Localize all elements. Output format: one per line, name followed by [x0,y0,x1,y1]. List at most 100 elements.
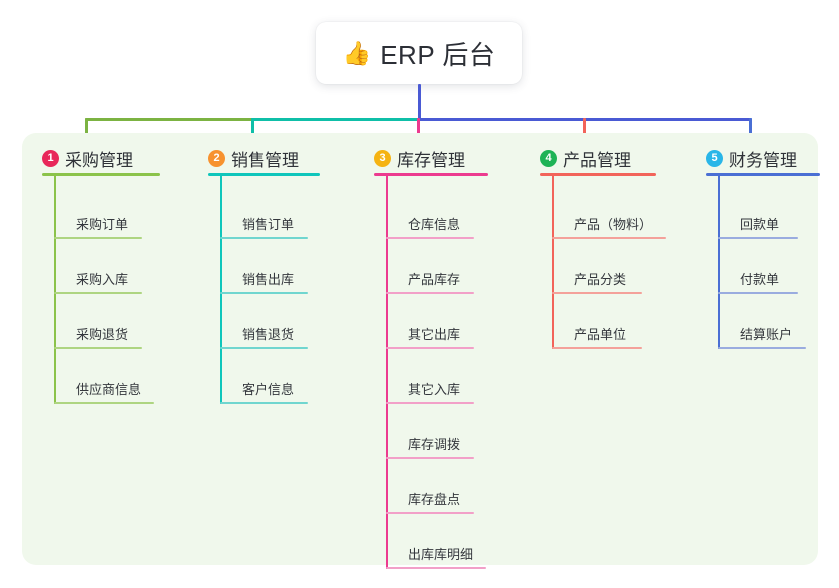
branch-item-label: 其它出库 [408,327,461,342]
branch-item-rule [220,402,308,404]
branch-item-rule [552,237,666,239]
branch-item[interactable]: 其它出库 [386,311,484,349]
branch-title: 库存管理 [397,151,465,170]
branch-item[interactable]: 结算账户 [718,311,816,349]
branch-item-label: 采购入库 [76,272,129,287]
branch-item-label: 回款单 [740,217,780,232]
branch-spine [220,174,222,404]
branch-item-rule [220,237,308,239]
branch-item-label: 客户信息 [242,382,295,397]
drop-line-1 [85,118,88,145]
branch-spine [718,174,720,349]
branch-item-rule [718,292,798,294]
branch-title: 采购管理 [65,151,133,170]
branch-item-label: 库存调拨 [408,437,461,452]
branch-item[interactable]: 产品库存 [386,256,484,294]
branch-item-rule [54,237,142,239]
branch-number-badge: 5 [706,150,723,167]
branch-item-label: 销售出库 [242,272,295,287]
branch-header-rule [208,173,320,176]
branch-item-label: 产品（物料） [574,217,653,232]
branch-item-label: 产品分类 [574,272,627,287]
branch-item-label: 付款单 [740,272,780,287]
branch-item-rule [54,402,154,404]
root-title: ERP 后台 [380,39,496,70]
branch-header-rule [540,173,656,176]
branch-item[interactable]: 回款单 [718,201,808,239]
branch-header-4[interactable]: 4 产品管理 [540,146,631,171]
branch-item[interactable]: 库存盘点 [386,476,484,514]
branch-title: 产品管理 [563,151,631,170]
branch-item-label: 销售订单 [242,217,295,232]
branch-item-label: 结算账户 [740,327,793,342]
branch-number-badge: 1 [42,150,59,167]
branch-item-rule [386,347,474,349]
branch-item-label: 仓库信息 [408,217,461,232]
branch-item-rule [386,292,474,294]
branch-spine [54,174,56,404]
branch-item[interactable]: 销售退货 [220,311,318,349]
branch-item-rule [54,347,142,349]
branch-item-label: 供应商信息 [76,382,142,397]
branch-item[interactable]: 其它入库 [386,366,484,404]
branch-item[interactable]: 客户信息 [220,366,318,404]
branch-item-rule [386,402,474,404]
branch-item[interactable]: 销售订单 [220,201,318,239]
branch-item-label: 产品库存 [408,272,461,287]
branch-item-rule [552,292,642,294]
branch-item[interactable]: 库存调拨 [386,421,484,459]
branch-item-rule [220,292,308,294]
branch-item-label: 销售退货 [242,327,295,342]
branch-item[interactable]: 销售出库 [220,256,318,294]
branch-item[interactable]: 仓库信息 [386,201,484,239]
branch-item[interactable]: 产品单位 [552,311,652,349]
branch-item[interactable]: 采购订单 [54,201,152,239]
branch-item[interactable]: 产品（物料） [552,201,676,239]
branches-panel: 1 采购管理采购订单采购入库采购退货供应商信息 2 销售管理销售订单销售出库销售退货客… [22,133,820,569]
root-node[interactable]: 👍 ERP 后台 [316,22,522,84]
branch-header-5[interactable]: 5 财务管理 [706,146,797,171]
branch-spine [552,174,554,349]
branch-item-rule [386,512,474,514]
thumbs-up-icon: 👍 [342,39,372,66]
drop-line-5 [749,118,752,145]
branch-item-rule [386,567,486,569]
branch-item-rule [386,457,474,459]
branch-item-label: 采购订单 [76,217,129,232]
drop-line-4 [583,118,586,145]
trunk-segment-green [85,118,253,121]
branch-number-badge: 3 [374,150,391,167]
branch-item-label: 出库库明细 [408,547,474,562]
branch-item[interactable]: 付款单 [718,256,808,294]
branch-item-rule [718,347,806,349]
branch-item-rule [718,237,798,239]
branch-title: 财务管理 [729,151,797,170]
branch-header-1[interactable]: 1 采购管理 [42,146,133,171]
root-stem [418,84,421,121]
branch-number-badge: 4 [540,150,557,167]
branch-item-rule [54,292,142,294]
branch-spine [386,174,388,569]
branch-item[interactable]: 采购退货 [54,311,152,349]
branch-header-3[interactable]: 3 库存管理 [374,146,465,171]
branch-item-label: 采购退货 [76,327,129,342]
branch-header-rule [374,173,488,176]
branch-item-rule [552,347,642,349]
drop-line-2 [251,118,254,145]
branch-header-2[interactable]: 2 销售管理 [208,146,299,171]
branch-item[interactable]: 采购入库 [54,256,152,294]
drop-line-3 [417,118,420,145]
trunk-segment-teal [251,118,419,121]
branch-title: 销售管理 [231,151,299,170]
branch-header-rule [706,173,820,176]
branch-header-rule [42,173,160,176]
branch-item-label: 产品单位 [574,327,627,342]
branch-item-label: 其它入库 [408,382,461,397]
branch-item-rule [220,347,308,349]
branch-item[interactable]: 供应商信息 [54,366,164,404]
branch-item[interactable]: 产品分类 [552,256,652,294]
branch-item[interactable]: 出库库明细 [386,531,496,569]
branch-item-label: 库存盘点 [408,492,461,507]
branch-number-badge: 2 [208,150,225,167]
